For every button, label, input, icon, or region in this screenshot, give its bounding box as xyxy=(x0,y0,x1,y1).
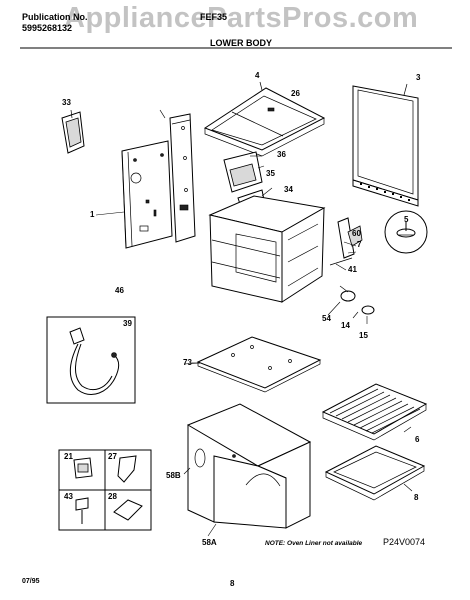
part-3-panel xyxy=(352,83,419,207)
page-number: 8 xyxy=(230,579,235,588)
callout-39: 39 xyxy=(123,319,132,328)
part-1-side-panel xyxy=(121,140,173,249)
part-7-igniter xyxy=(329,217,363,266)
callout-43: 43 xyxy=(64,492,73,501)
oven-liner-note: NOTE: Oven Liner not available xyxy=(265,540,363,547)
callout-28: 28 xyxy=(108,492,117,501)
callout-54: 54 xyxy=(322,314,331,323)
part-46-rear-panel xyxy=(159,109,196,243)
callout-8: 8 xyxy=(414,493,419,502)
leader-lines xyxy=(95,155,413,537)
callout-5: 5 xyxy=(404,215,409,224)
small-parts-boxes xyxy=(58,449,152,531)
watermark: AppliancePartsPros.com xyxy=(64,2,419,34)
callout-58b: 58B xyxy=(166,471,181,480)
callout-26: 26 xyxy=(291,89,300,98)
callout-6: 6 xyxy=(415,435,420,444)
callout-1: 1 xyxy=(90,210,95,219)
oven-cavity xyxy=(208,195,326,303)
callout-27: 27 xyxy=(108,452,117,461)
part-4-top-panel xyxy=(203,81,326,157)
callout-73: 73 xyxy=(183,358,192,367)
part-33-bracket xyxy=(61,109,85,154)
part-8-broiler-pan xyxy=(324,445,426,501)
callout-7: 7 xyxy=(357,240,362,249)
section-title: LOWER BODY xyxy=(210,38,272,48)
callout-34: 34 xyxy=(284,185,293,194)
callout-41: 41 xyxy=(348,265,357,274)
part-5-burner xyxy=(384,210,428,254)
callout-46: 46 xyxy=(115,286,124,295)
part-39-cord-box xyxy=(46,316,136,404)
publication-label: Publication No. xyxy=(22,12,88,22)
callout-60: 60 xyxy=(352,229,361,238)
callout-14: 14 xyxy=(341,321,350,330)
footer-date: 07/95 xyxy=(22,578,40,585)
callout-4: 4 xyxy=(255,71,260,80)
callout-36: 36 xyxy=(277,150,286,159)
callout-33: 33 xyxy=(62,98,71,107)
model-number: FEF35 xyxy=(200,12,228,22)
part-58-drawer xyxy=(186,403,312,529)
callout-35: 35 xyxy=(266,169,275,178)
callout-58a: 58A xyxy=(202,538,217,547)
part-73-bottom-panel xyxy=(192,336,322,393)
publication-number: 5995268132 xyxy=(22,23,73,33)
part-6-oven-rack xyxy=(321,383,428,441)
callout-15: 15 xyxy=(359,331,368,340)
callout-21: 21 xyxy=(64,452,73,461)
callout-3: 3 xyxy=(416,73,421,82)
diagram-code: P24V0074 xyxy=(383,537,426,547)
part-54-14-15-valve xyxy=(339,285,375,315)
